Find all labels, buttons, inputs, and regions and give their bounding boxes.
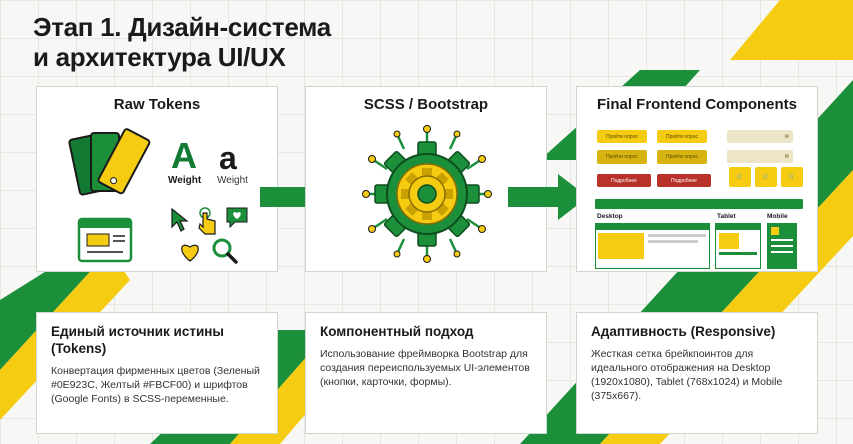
- title-line-2: и архитектура UI/UX: [33, 42, 286, 72]
- survey-button-1[interactable]: Пройти опрос: [597, 130, 647, 143]
- tablet-label: Tablet: [717, 213, 736, 220]
- browser-window-icon: [77, 217, 133, 263]
- tap-hand-icon: [198, 207, 216, 235]
- email-field-1[interactable]: ✉: [727, 130, 793, 143]
- heart-icon: [181, 244, 199, 262]
- card-raw-tokens: Raw Tokens A a Weight Weight: [36, 86, 278, 272]
- arrow-right-icon-2: [508, 174, 588, 220]
- desc-tokens-text: Конвертация фирменных цветов (Зеленый #0…: [51, 365, 260, 405]
- chat-heart-icon: [226, 207, 248, 229]
- desc-tokens-heading: Единый источник истины (Tokens): [51, 324, 224, 356]
- card-title-scss-bootstrap: SCSS / Bootstrap: [363, 96, 489, 113]
- card-title-final-components: Final Frontend Components: [597, 96, 797, 113]
- cart-card-3: 🛒: [781, 167, 803, 187]
- survey-button-3[interactable]: Пройти опрос: [597, 150, 647, 164]
- details-button-2[interactable]: Подробнее: [657, 174, 711, 187]
- desc-tokens: Единый источник истины (Tokens) Конверта…: [36, 312, 278, 434]
- mobile-preview: [767, 223, 797, 269]
- tablet-preview: [715, 223, 761, 269]
- weight-bold-label: Weight: [168, 175, 202, 186]
- desc-components: Компонентный подход Использование фреймв…: [305, 312, 547, 434]
- desc-responsive-text: Жесткая сетка брейкпоинтов для идеальног…: [591, 348, 783, 402]
- mobile-label: Mobile: [767, 213, 788, 220]
- cart-card-1: 🛒: [729, 167, 751, 187]
- typography-bold-glyph: A: [171, 135, 197, 176]
- color-swatches-icon: [68, 128, 151, 196]
- nav-bar-preview: [595, 199, 803, 209]
- desktop-preview: [595, 223, 710, 269]
- desc-components-heading: Компонентный подход: [320, 324, 474, 339]
- weight-regular-label: Weight: [217, 175, 248, 186]
- gear-icon: [362, 125, 492, 263]
- typography-regular-glyph: a: [219, 140, 237, 176]
- search-icon: [212, 238, 238, 264]
- card-title-raw-tokens: Raw Tokens: [113, 96, 201, 113]
- card-scss-bootstrap: SCSS / Bootstrap: [305, 86, 547, 272]
- details-button-2-label: Подробнее: [671, 177, 697, 184]
- page-title: Этап 1. Дизайн-система и архитектура UI/…: [33, 12, 331, 72]
- email-field-2[interactable]: ✉: [727, 150, 793, 163]
- desc-components-text: Использование фреймворка Bootstrap для с…: [320, 348, 530, 388]
- details-button-1[interactable]: Подробнее: [597, 174, 651, 187]
- cursor-icon: [171, 207, 189, 232]
- desc-responsive: Адаптивность (Responsive) Жесткая сетка …: [576, 312, 818, 434]
- survey-button-4[interactable]: Пройти опрос: [657, 150, 707, 164]
- card-final-components: Final Frontend Components Пройти опрос П…: [576, 86, 818, 272]
- survey-button-2[interactable]: Пройти опрос: [657, 130, 707, 143]
- cart-card-2: 🛒: [755, 167, 777, 187]
- details-button-1-label: Подробнее: [611, 177, 637, 184]
- desktop-label: Desktop: [597, 213, 623, 220]
- title-line-1: Этап 1. Дизайн-система: [33, 12, 331, 42]
- desc-responsive-heading: Адаптивность (Responsive): [591, 324, 776, 339]
